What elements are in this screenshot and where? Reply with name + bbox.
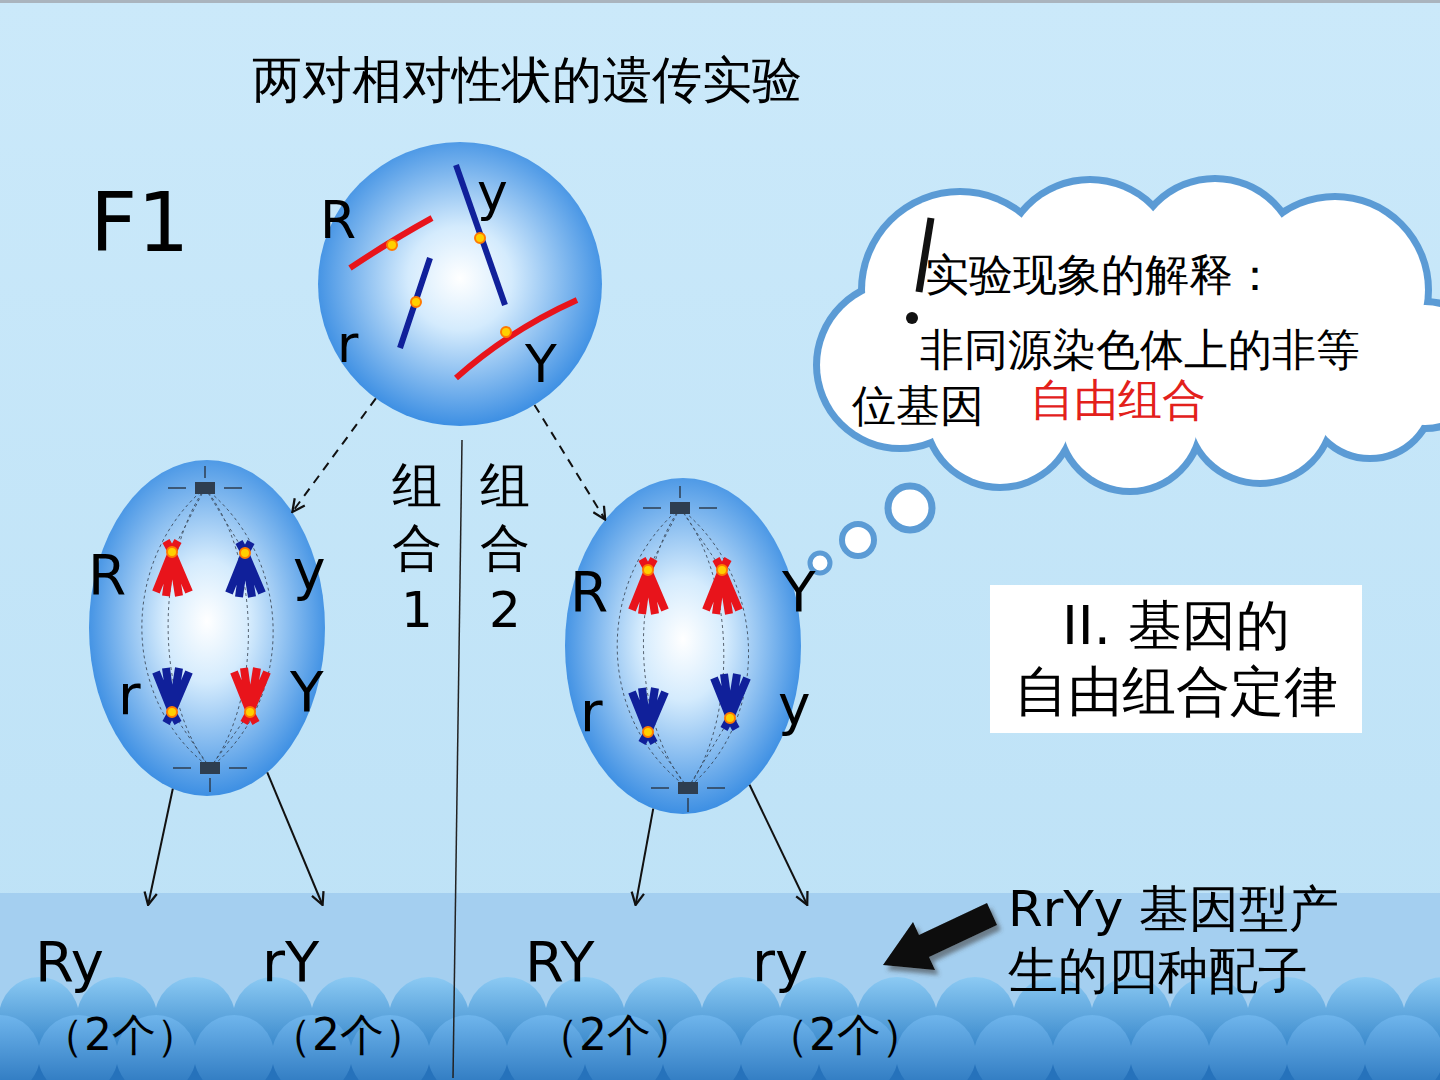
node-outline bbox=[89, 460, 325, 796]
wave-row bbox=[0, 1015, 1440, 1080]
dividing-cell: RYry bbox=[565, 478, 801, 814]
thought-bubble bbox=[842, 524, 874, 556]
divider-line bbox=[453, 440, 462, 1078]
title-box: II. 基因的 自由组合定律 bbox=[990, 585, 1362, 733]
node-text: Y bbox=[525, 338, 557, 390]
node-text: R bbox=[320, 194, 356, 246]
connector-arrow bbox=[292, 398, 376, 512]
node-text: r bbox=[337, 318, 358, 370]
connector-arrow bbox=[148, 789, 173, 905]
pointer-arrow bbox=[883, 903, 997, 970]
node-text: R bbox=[88, 548, 126, 603]
thought-bubble bbox=[888, 486, 932, 530]
node-text: rY bbox=[262, 934, 319, 990]
node-text: ry bbox=[752, 934, 808, 990]
gamete-node: Ry （2个） bbox=[30, 905, 230, 1075]
node-text: r bbox=[118, 668, 141, 723]
connector-arrow bbox=[750, 785, 808, 905]
node-text: （2个） bbox=[535, 1013, 695, 1057]
node-text: Y bbox=[290, 665, 324, 720]
annotation-label: 组合1 bbox=[388, 455, 446, 641]
node-text: （2个） bbox=[765, 1013, 925, 1057]
connector-arrow bbox=[534, 405, 605, 520]
cell-body bbox=[318, 142, 602, 426]
cell-body bbox=[89, 460, 325, 796]
annotation-label: RrYy 基因型产生的四种配子 bbox=[1008, 878, 1380, 1002]
node-text: R bbox=[570, 565, 608, 620]
node-text: y bbox=[293, 543, 326, 598]
node-text: II. 基因的 自由组合定律 bbox=[990, 593, 1362, 725]
node-text: 实验现象的解释： bbox=[925, 253, 1277, 297]
node-outline bbox=[565, 478, 801, 814]
node-text: RY bbox=[525, 934, 595, 990]
node-outline bbox=[318, 142, 602, 426]
annotation-label: 组合2 bbox=[476, 455, 534, 641]
top-border bbox=[0, 0, 1440, 3]
node-text: Y bbox=[782, 565, 816, 620]
cloud-shape bbox=[820, 182, 1440, 488]
node-text: （2个） bbox=[40, 1013, 200, 1057]
node-text: Ry bbox=[35, 934, 104, 990]
thought-cloud: 实验现象的解释：非同源染色体上的非等位基因自由组合 bbox=[815, 175, 1440, 490]
node-text: （2个） bbox=[268, 1013, 428, 1057]
slide-title: 两对相对性状的遗传实验 bbox=[252, 55, 802, 105]
gamete-node: RY （2个） bbox=[520, 905, 720, 1075]
cell-body bbox=[565, 478, 801, 814]
connector-arrow bbox=[636, 809, 654, 905]
node-text: y bbox=[477, 166, 508, 218]
node-text: F1 bbox=[90, 182, 189, 264]
gamete-node: rY （2个） bbox=[258, 905, 458, 1075]
cell-circle: F1RyrY bbox=[318, 142, 602, 426]
node-text: 自由组合 bbox=[1030, 378, 1206, 422]
cloud-shape bbox=[820, 182, 1440, 488]
node-text: y bbox=[778, 678, 811, 733]
dividing-cell: Ry r Y bbox=[89, 460, 325, 796]
connector-arrow bbox=[267, 772, 322, 905]
gamete-node: ry （2个） bbox=[748, 905, 948, 1075]
node-text: r bbox=[580, 685, 603, 740]
